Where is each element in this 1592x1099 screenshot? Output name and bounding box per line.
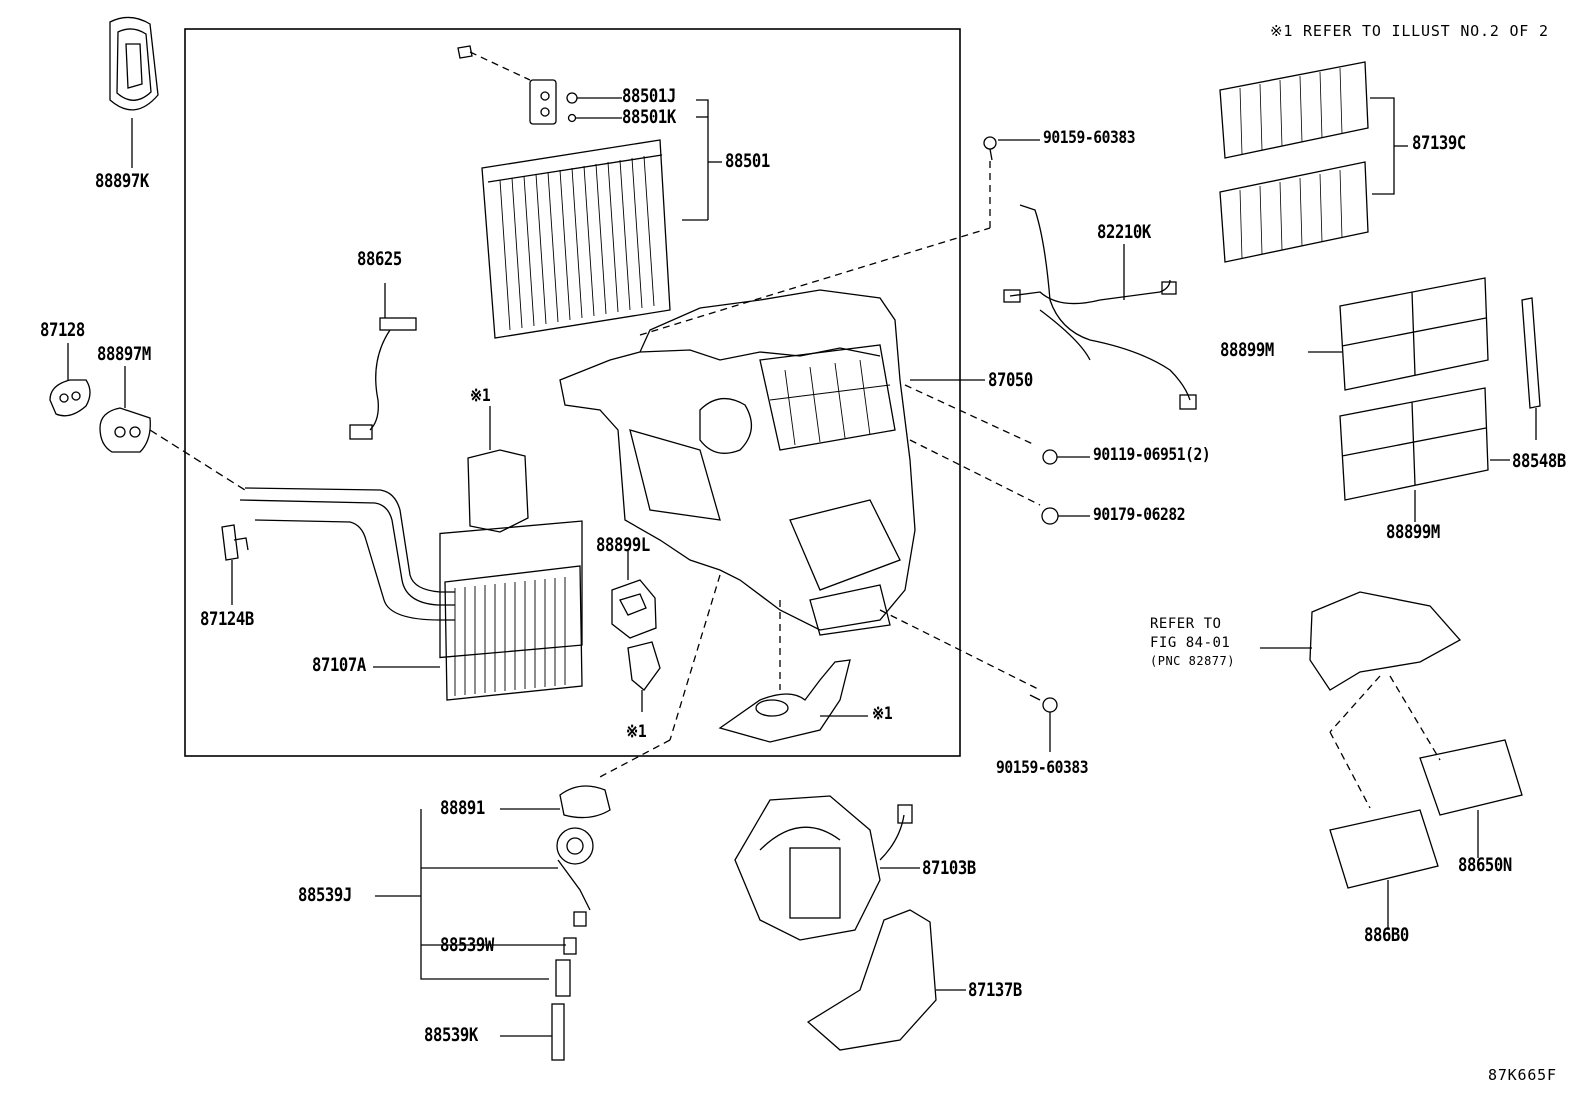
screw-90179-part: [1041, 507, 1090, 525]
control-module-part: [1260, 591, 1462, 691]
frame-88899m-upper-part: [1308, 277, 1489, 391]
clip-87124b-part: [221, 524, 249, 605]
evaporator-88501-part: [481, 99, 722, 339]
ref1-marker-b: ※1: [626, 722, 647, 742]
screw-90159-bottom-part: [1029, 694, 1058, 752]
bracket-ref1-part: [467, 406, 529, 533]
leaders-control: [1329, 675, 1441, 809]
part-label-88501j[interactable]: 88501J: [622, 85, 676, 107]
heater-core-87107a-part: [239, 487, 583, 701]
part-label-88899l[interactable]: 88899L: [596, 534, 650, 556]
part-label-88548b[interactable]: 88548B: [1512, 450, 1566, 472]
grommet-88897k-part: [109, 16, 159, 168]
ref1-marker-a: ※1: [470, 386, 491, 406]
part-label-886b0[interactable]: 886B0: [1364, 924, 1409, 946]
part-label-88891[interactable]: 88891: [440, 797, 485, 819]
blower-87103b-part: [734, 795, 920, 941]
part-label-82210k[interactable]: 82210K: [1097, 221, 1151, 243]
harness-82210k-part: [1003, 204, 1197, 410]
part-label-88897k[interactable]: 88897K: [95, 170, 149, 192]
part-label-88897m[interactable]: 88897M: [97, 343, 151, 365]
part-label-87139c[interactable]: 87139C: [1412, 132, 1466, 154]
hvac-unit-87050-part: [559, 289, 985, 636]
part-label-90159-60383-top[interactable]: 90159-60383: [1043, 128, 1136, 148]
filter-87139c-part: [1219, 61, 1408, 263]
duct-ref1-bottom-part: [718, 659, 868, 743]
screw-90119-part: [1042, 449, 1090, 465]
part-label-88899m-upper[interactable]: 88899M: [1220, 339, 1274, 361]
part-label-88899m-lower[interactable]: 88899M: [1386, 521, 1440, 543]
part-label-90119-06951[interactable]: 90119-06951(2): [1093, 445, 1211, 465]
part-label-88539k[interactable]: 88539K: [424, 1024, 478, 1046]
part-label-88539w[interactable]: 88539W: [440, 934, 494, 956]
refer-text-line3: (PNC 82877): [1150, 654, 1235, 668]
duct-87137b-part: [806, 909, 966, 1051]
part-label-90159-60383-bottom[interactable]: 90159-60383: [996, 758, 1089, 778]
bracket-ref1-lower-part: [627, 641, 661, 712]
part-label-88539j[interactable]: 88539J: [298, 884, 352, 906]
illustration-code: 87K665F: [1488, 1066, 1557, 1084]
module-88650n-part: [1419, 739, 1523, 858]
expansion-valve-part: [457, 45, 622, 125]
sensor-88625-part: [349, 283, 417, 440]
part-label-87050[interactable]: 87050: [988, 369, 1033, 391]
duct-seal-88899l-part: [611, 550, 657, 639]
refer-text-line2[interactable]: FIG 84-01: [1150, 635, 1231, 651]
main-assembly-frame: [184, 28, 961, 757]
part-label-88650n[interactable]: 88650N: [1458, 854, 1512, 876]
leader-seal-dashed: [149, 429, 246, 491]
frame-88899m-lower-part: [1339, 387, 1489, 522]
screw-90159-top-part: [983, 136, 1040, 161]
motor-88539j-part: [375, 785, 611, 1061]
part-label-87124b[interactable]: 87124B: [200, 608, 254, 630]
refer-text-line1: REFER TO: [1150, 616, 1222, 632]
part-label-88625[interactable]: 88625: [357, 248, 402, 270]
seal-88897m-part: [99, 366, 151, 453]
part-label-90179-06282[interactable]: 90179-06282: [1093, 505, 1186, 525]
strip-88548b-part: [1490, 297, 1541, 461]
leaders-hvac: [597, 160, 1041, 779]
module-886b0-part: [1329, 809, 1439, 930]
seal-87128-part: [49, 343, 91, 417]
refer-illust-note: ※1 REFER TO ILLUST NO.2 OF 2: [1270, 22, 1549, 40]
ref1-marker-c: ※1: [872, 704, 893, 724]
part-label-87137b[interactable]: 87137B: [968, 979, 1022, 1001]
part-label-87107a[interactable]: 87107A: [312, 654, 366, 676]
part-label-88501k[interactable]: 88501K: [622, 106, 676, 128]
part-label-88501[interactable]: 88501: [725, 150, 770, 172]
part-label-87103b[interactable]: 87103B: [922, 857, 976, 879]
part-label-87128[interactable]: 87128: [40, 319, 85, 341]
